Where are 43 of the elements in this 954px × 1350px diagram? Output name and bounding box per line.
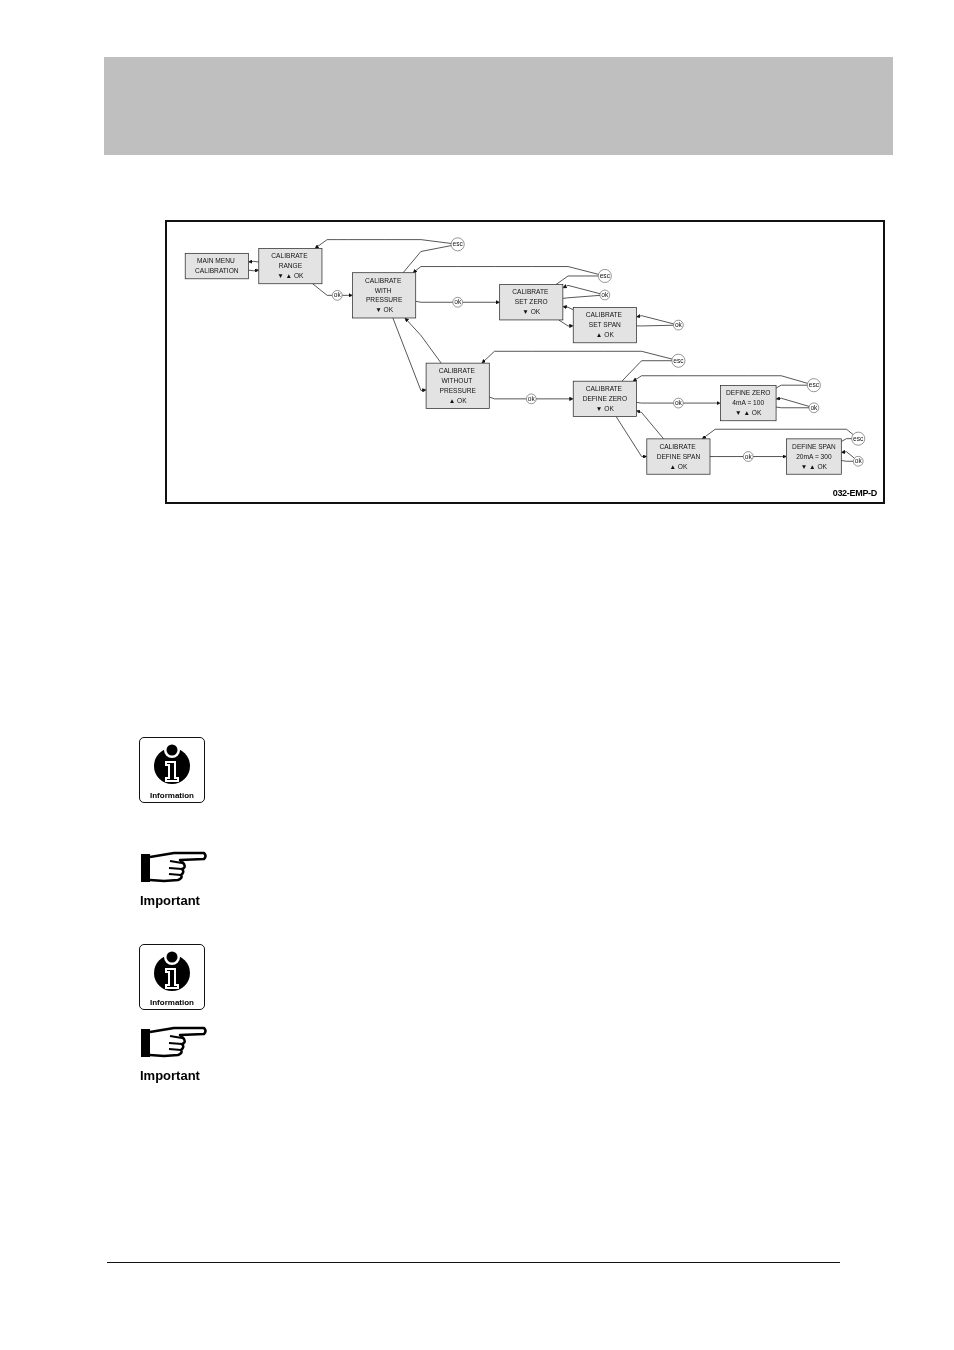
node-circle [743, 451, 754, 462]
connector [709, 456, 744, 457]
node-circle [673, 397, 684, 409]
connector [415, 300, 454, 303]
node-box [425, 362, 490, 409]
node-circle [807, 378, 821, 392]
node-box [572, 307, 637, 344]
node-box [352, 272, 417, 319]
connector [402, 245, 452, 274]
connector [636, 324, 674, 327]
node-circle [599, 289, 610, 301]
node-box [572, 380, 637, 417]
node-box [786, 438, 842, 475]
node-box [258, 248, 323, 285]
sign-caption: Important [140, 893, 200, 908]
node-circle [452, 297, 463, 308]
connector [488, 396, 527, 400]
node-circle [851, 431, 866, 446]
sign-caption: Information [149, 998, 195, 1007]
connector [840, 460, 854, 462]
node-circle [853, 456, 864, 467]
node-circle [673, 319, 684, 331]
node-circle [450, 237, 465, 252]
node-circle [598, 269, 612, 283]
connector [840, 438, 853, 442]
connector [775, 384, 808, 389]
sign-caption: Important [140, 1068, 200, 1083]
connector [621, 360, 673, 382]
node-circle [526, 393, 537, 404]
figure-code: 032-EMP-D [832, 488, 877, 498]
node-box [499, 284, 564, 321]
connector [775, 406, 810, 409]
connector [312, 283, 333, 296]
node-box [646, 438, 711, 475]
node-circle [332, 290, 343, 301]
node-circle [671, 353, 686, 368]
node-box [720, 385, 777, 422]
connector [562, 295, 601, 299]
connector [636, 402, 674, 404]
sign-caption: Information [149, 791, 195, 800]
connector [555, 275, 599, 285]
node-box [184, 252, 249, 280]
node-circle [808, 402, 820, 413]
